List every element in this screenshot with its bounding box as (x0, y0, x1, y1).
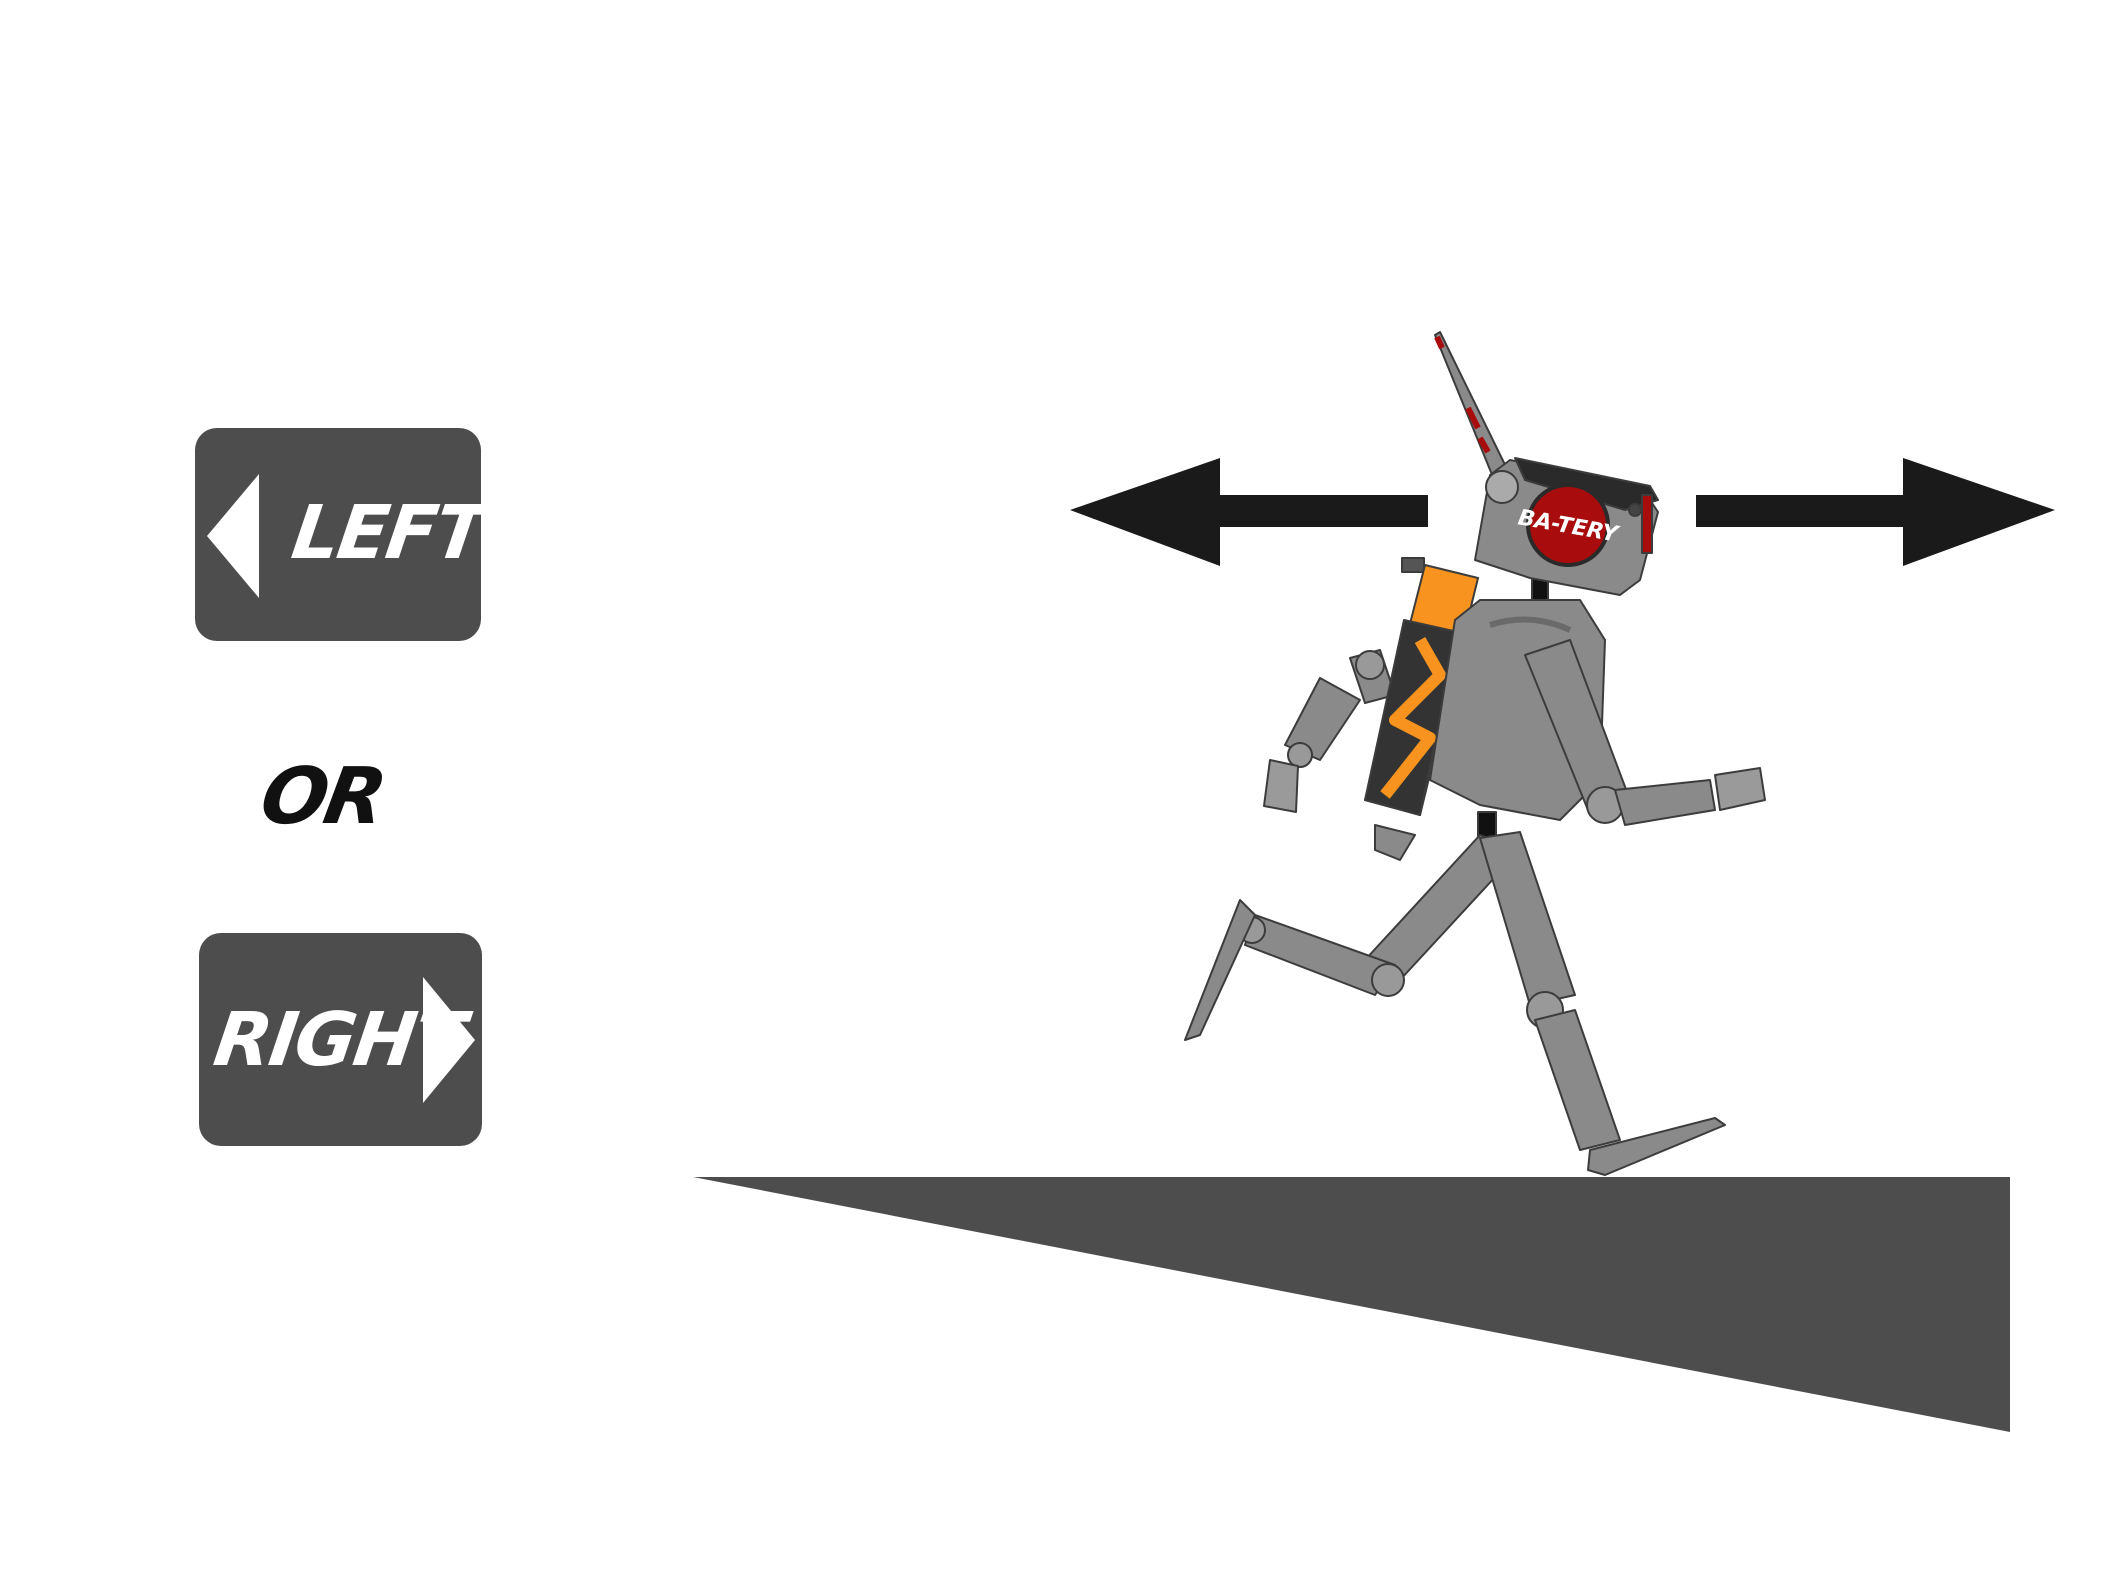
robot-back-thigh (1374, 824, 1416, 861)
robot-back-foot (1184, 899, 1256, 1041)
ground-ramp (693, 1177, 2010, 1432)
robot-back-hand (1263, 759, 1299, 813)
robot-badge (1526, 483, 1610, 567)
robot-front-hand (1714, 767, 1766, 811)
triangle-right-icon (423, 977, 475, 1103)
arrow-right-icon (1696, 458, 2055, 566)
robot-front-thigh (1479, 831, 1576, 1006)
arrow-left-icon (1070, 458, 1428, 566)
robot-front-shin (1534, 1009, 1621, 1151)
battery-cap (1401, 557, 1425, 573)
robot-front-forearm (1614, 779, 1716, 826)
robot-back-forearm (1284, 677, 1361, 761)
right-button[interactable]: RIGHT (199, 933, 482, 1146)
triangle-left-icon (207, 474, 259, 598)
left-button[interactable]: LEFT (195, 428, 490, 641)
robot-front-foot (1587, 1117, 1726, 1176)
robot-antenna (1434, 331, 1511, 483)
robot-character (1184, 331, 1766, 1176)
